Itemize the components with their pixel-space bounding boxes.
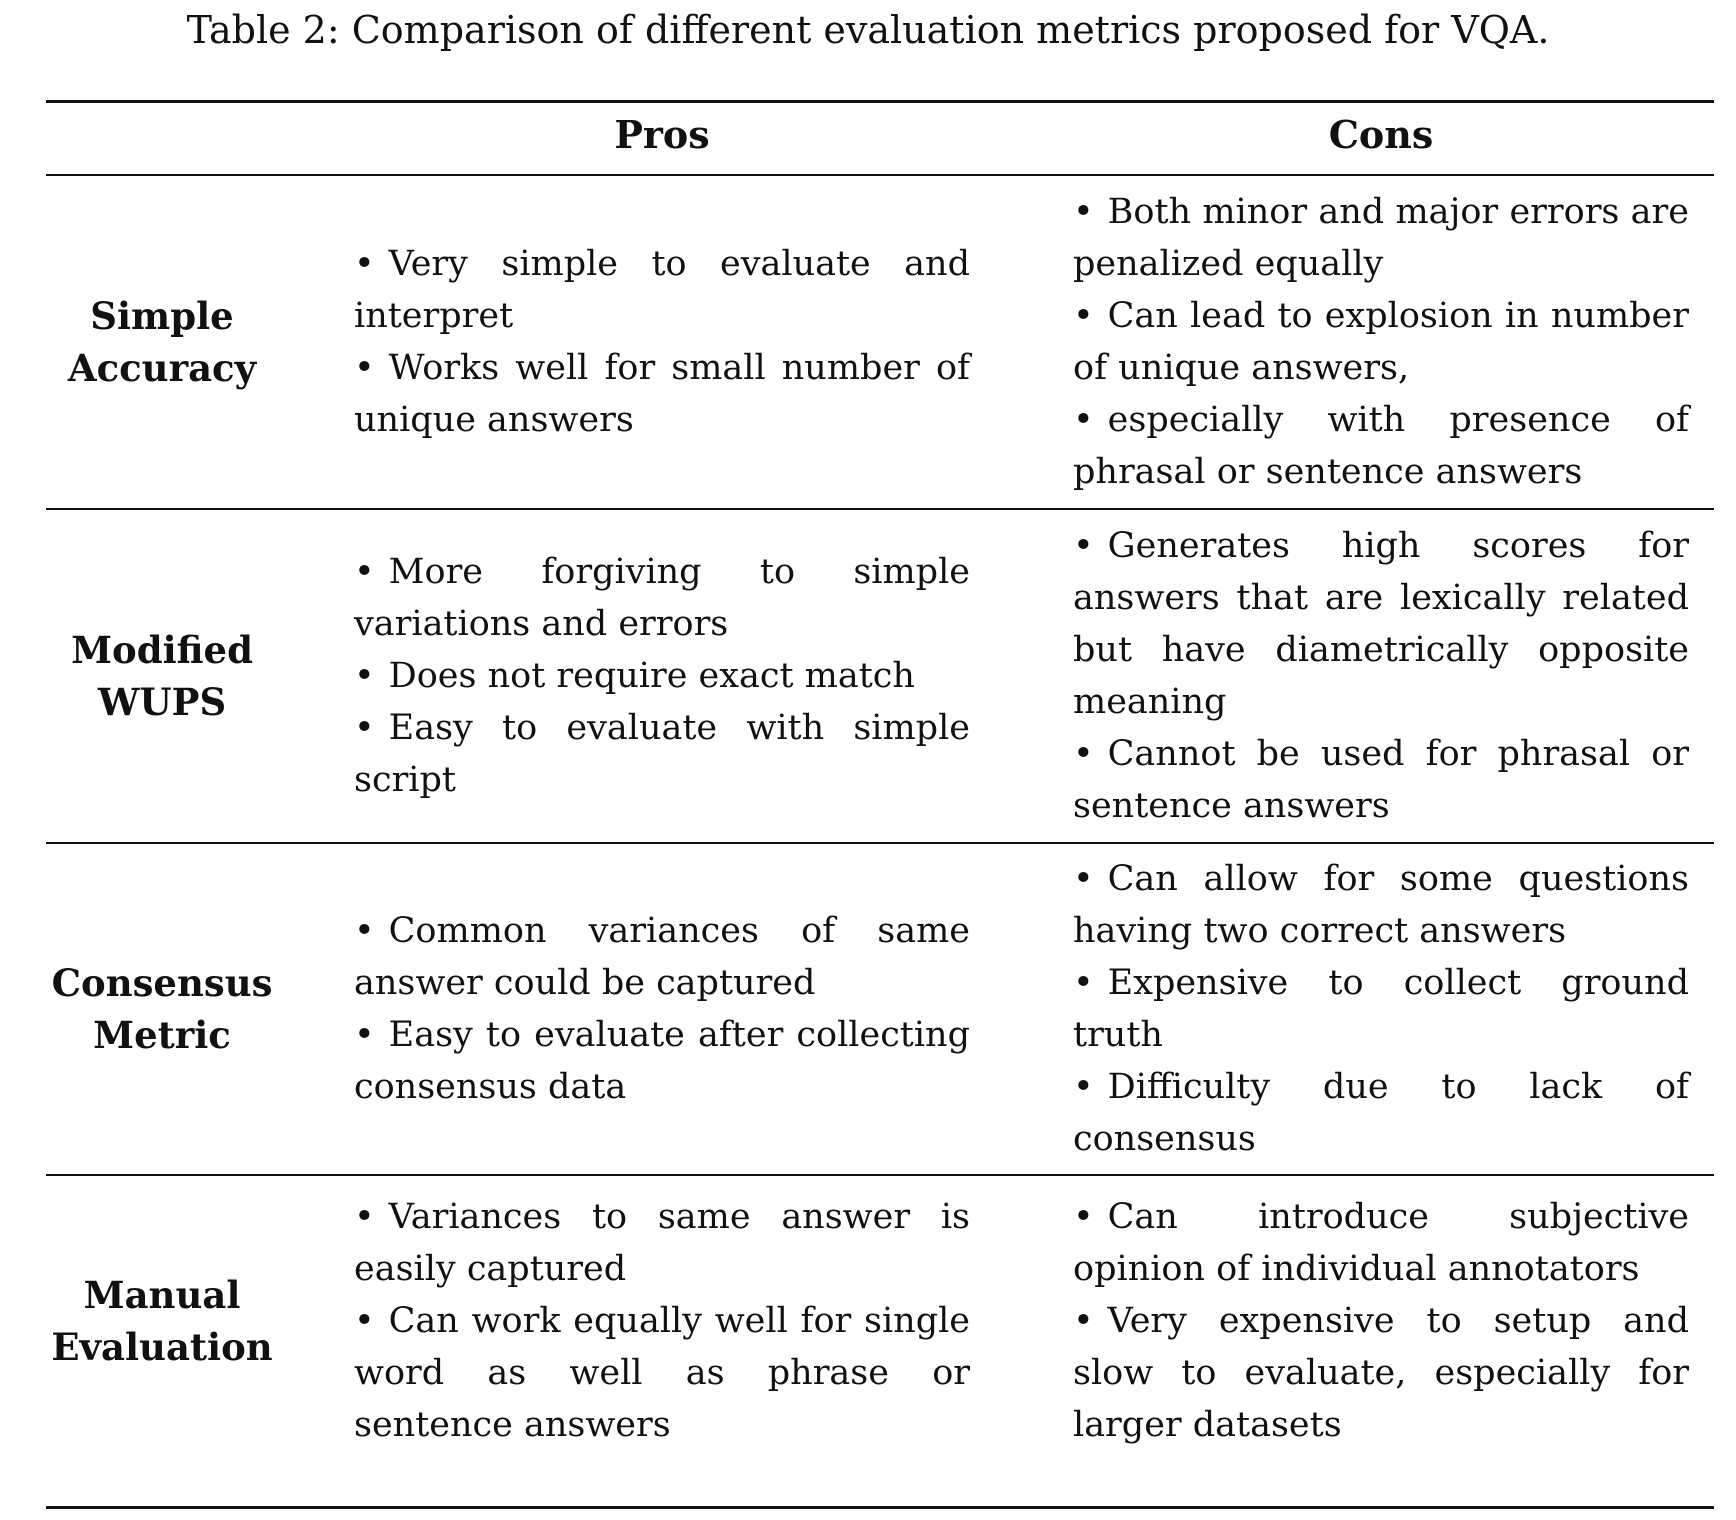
- list-item: Both minor and major errors are penalize…: [1073, 186, 1689, 290]
- list-item: Expensive to collect ground truth: [1073, 957, 1689, 1061]
- cons-cell-modified-wups: Generates high scores for answers that a…: [1073, 510, 1689, 842]
- table-caption: Table 2: Comparison of different evaluat…: [186, 8, 1550, 52]
- row-rule: [46, 508, 1714, 510]
- pros-cell-manual-evaluation: Variances to same answer is easily captu…: [354, 1176, 970, 1466]
- row-rule: [46, 842, 1714, 844]
- header-pros: Pros: [614, 112, 710, 157]
- row-label-line2: Metric: [93, 1013, 231, 1057]
- list-item: Easy to evaluate after collecting consen…: [354, 1009, 970, 1113]
- pros-cell-consensus-metric: Common variances of same answer could be…: [354, 844, 970, 1174]
- header-cons: Cons: [1328, 112, 1434, 157]
- cons-cell-consensus-metric: Can allow for some questions having two …: [1073, 844, 1689, 1174]
- list-item: Difficulty due to lack of consensus: [1073, 1061, 1689, 1165]
- row-rule: [46, 1174, 1714, 1176]
- list-item: Very expensive to setup and slow to eval…: [1073, 1295, 1689, 1451]
- row-label-line2: Evaluation: [51, 1325, 273, 1369]
- row-label-line1: Consensus: [51, 961, 273, 1005]
- list-item: Very simple to evaluate and interpret: [354, 238, 970, 342]
- list-item: Cannot be used for phrasal or sentence a…: [1073, 728, 1689, 832]
- header-rule: [46, 174, 1714, 176]
- list-item: Does not require exact match: [354, 650, 970, 702]
- row-label-line2: WUPS: [97, 680, 227, 724]
- list-item: Can introduce subjective opinion of indi…: [1073, 1191, 1689, 1295]
- top-rule: [46, 100, 1714, 103]
- list-item: Common variances of same answer could be…: [354, 905, 970, 1009]
- row-label-modified-wups: Modified WUPS: [46, 510, 278, 842]
- list-item: Easy to evaluate with simple script: [354, 702, 970, 806]
- cons-cell-manual-evaluation: Can introduce subjective opinion of indi…: [1073, 1176, 1689, 1466]
- pros-cell-modified-wups: More forgiving to simple variations and …: [354, 510, 970, 842]
- row-label-line2: Accuracy: [67, 346, 257, 390]
- list-item: Can allow for some questions having two …: [1073, 853, 1689, 957]
- cons-cell-simple-accuracy: Both minor and major errors are penalize…: [1073, 176, 1689, 508]
- row-label-line1: Modified: [71, 628, 253, 672]
- list-item: More forgiving to simple variations and …: [354, 546, 970, 650]
- list-item: Works well for small number of unique an…: [354, 342, 970, 446]
- pros-cell-simple-accuracy: Very simple to evaluate and interpret Wo…: [354, 176, 970, 508]
- row-label-consensus-metric: Consensus Metric: [46, 844, 278, 1174]
- list-item: Generates high scores for answers that a…: [1073, 520, 1689, 728]
- list-item: especially with presence of phrasal or s…: [1073, 394, 1689, 498]
- list-item: Can work equally well for single word as…: [354, 1295, 970, 1451]
- list-item: Variances to same answer is easily captu…: [354, 1191, 970, 1295]
- row-label-manual-evaluation: Manual Evaluation: [46, 1176, 278, 1466]
- row-label-line1: Simple: [90, 294, 234, 338]
- row-label-simple-accuracy: Simple Accuracy: [46, 176, 278, 508]
- bottom-rule: [46, 1506, 1714, 1509]
- row-label-line1: Manual: [83, 1273, 241, 1317]
- list-item: Can lead to explosion in number of uniqu…: [1073, 290, 1689, 394]
